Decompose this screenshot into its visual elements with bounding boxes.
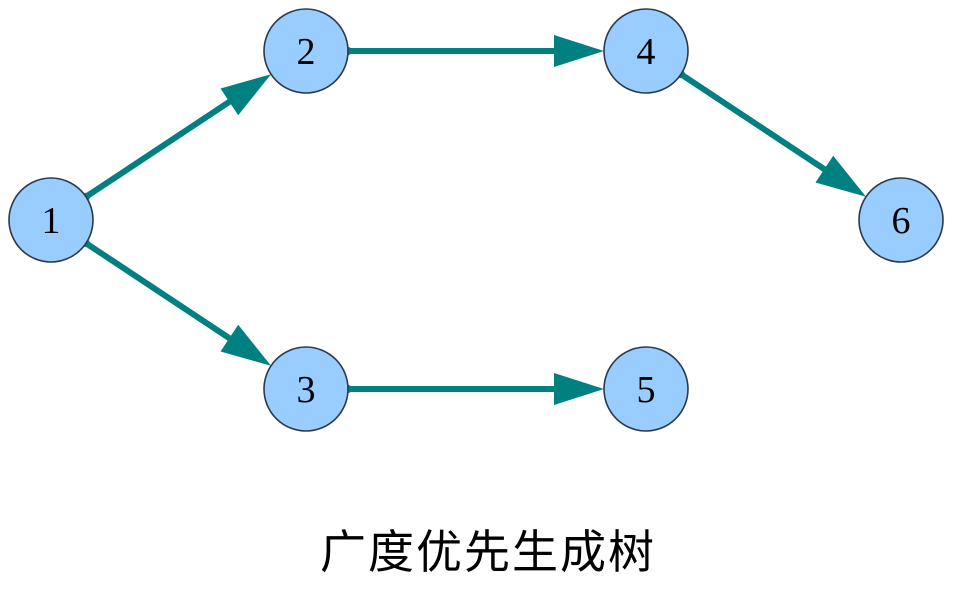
node-circle [263, 346, 349, 432]
edge-4-6 [677, 70, 866, 197]
node-4: 4 [603, 8, 689, 94]
edge-1-2 [82, 74, 271, 201]
edges-layer [82, 35, 866, 405]
arrowhead [815, 155, 866, 197]
arrowhead [220, 74, 271, 116]
arrowhead [554, 35, 604, 67]
edge-3-5 [344, 373, 604, 405]
edge-2-4 [344, 35, 604, 67]
node-circle [603, 346, 689, 432]
node-5: 5 [603, 346, 689, 432]
node-circle [603, 8, 689, 94]
arrowhead [554, 373, 604, 405]
node-label: 6 [892, 200, 911, 242]
node-label: 2 [297, 31, 316, 73]
edge-line [84, 240, 235, 343]
node-circle [263, 8, 349, 94]
edge-line [84, 97, 235, 200]
node-circle [8, 177, 94, 263]
node-label: 3 [297, 369, 316, 411]
node-3: 3 [263, 346, 349, 432]
edge-line [679, 71, 830, 174]
nodes-layer: 1 2 3 4 5 6 [8, 8, 944, 432]
node-1: 1 [8, 177, 94, 263]
edge-1-3 [82, 239, 271, 366]
node-label: 4 [637, 31, 656, 73]
node-label: 1 [42, 200, 61, 242]
node-label: 5 [637, 369, 656, 411]
node-6: 6 [858, 177, 944, 263]
arrowhead [220, 324, 271, 366]
node-2: 2 [263, 8, 349, 94]
node-circle [858, 177, 944, 263]
diagram-caption: 广度优先生成树 [320, 525, 656, 579]
